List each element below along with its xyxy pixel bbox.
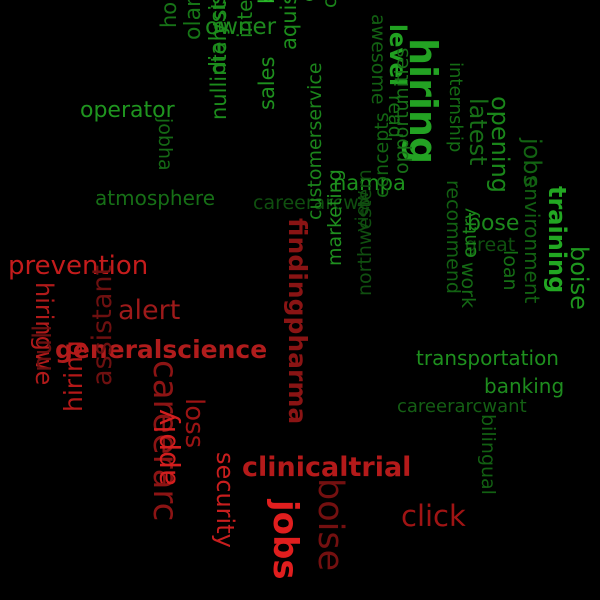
word-boise-green: boise xyxy=(565,246,593,310)
word-loan: loan xyxy=(499,250,521,291)
word-level: level xyxy=(384,24,410,86)
word-careerarcwe: careerarcwe xyxy=(253,192,371,214)
word-environment: environment xyxy=(520,176,544,304)
word-careerarcwant: careerarcwant xyxy=(397,396,527,417)
word-apply: apply xyxy=(149,408,182,486)
word-careerarc: careerarc xyxy=(145,360,185,522)
word-great: great xyxy=(465,234,516,256)
word-northwestern: northwestern xyxy=(354,169,376,296)
word-aquisition: aquisition xyxy=(277,0,301,50)
word-olandstar: olandstar xyxy=(181,0,206,40)
word-bose: bose xyxy=(467,211,520,236)
word-clinicaltrial: clinicaltrial xyxy=(242,452,412,483)
word-business: business xyxy=(255,0,279,4)
word-entry: entry xyxy=(459,207,481,258)
word-transportation: transportation xyxy=(416,346,559,370)
word-prevention: prevention xyxy=(8,251,149,281)
word-bilingual: bilingual xyxy=(477,414,499,495)
word-green: green xyxy=(296,0,320,2)
word-loss: loss xyxy=(179,398,209,449)
word-customerservice: customerservice xyxy=(304,62,326,220)
word-assistant: assistant xyxy=(87,264,118,386)
word-operator: operator xyxy=(80,98,175,123)
word-internship: internship xyxy=(445,62,466,153)
word-work: work xyxy=(457,262,479,308)
word-boise-red: boise xyxy=(310,478,350,572)
word-latest: latest xyxy=(464,98,492,166)
word-interpreter: interpreter xyxy=(233,0,257,38)
word-read: read xyxy=(384,95,406,138)
word-jobs-green: jobs xyxy=(518,138,546,188)
word-nampa: nampa xyxy=(333,171,406,195)
word-null: null xyxy=(28,324,58,372)
word-careerarcentry: careerarcentry xyxy=(319,0,341,8)
word-sales: sales xyxy=(255,56,279,110)
word-security: security xyxy=(211,452,239,548)
word-owner: owner xyxy=(205,14,277,40)
word-hiring-red: hiring xyxy=(59,340,88,412)
word-hiringwe: hiringwe xyxy=(30,282,58,386)
word-click: click xyxy=(401,499,466,533)
word-nullinterested: nullinterested xyxy=(207,0,231,120)
word-generalscience: generalscience xyxy=(55,335,268,364)
word-banking: banking xyxy=(484,374,565,398)
word-marketing: marketing xyxy=(324,169,346,266)
word-jobs-red: jobs xyxy=(265,500,305,580)
word-alert: alert xyxy=(118,295,181,326)
word-recommend: recommend xyxy=(442,180,464,294)
word-jobha: jobha xyxy=(154,118,176,171)
word-opportunities: opportunities xyxy=(391,47,413,174)
word-hiring-main: hiring xyxy=(401,38,445,165)
word-atmosphere: atmosphere xyxy=(95,186,215,210)
word-opening: opening xyxy=(486,96,514,194)
word-awesome: awesome xyxy=(367,14,389,105)
word-homedale: homedale xyxy=(157,0,181,28)
word-findingpharma: findingpharma xyxy=(283,218,312,425)
word-training: training xyxy=(543,186,571,294)
